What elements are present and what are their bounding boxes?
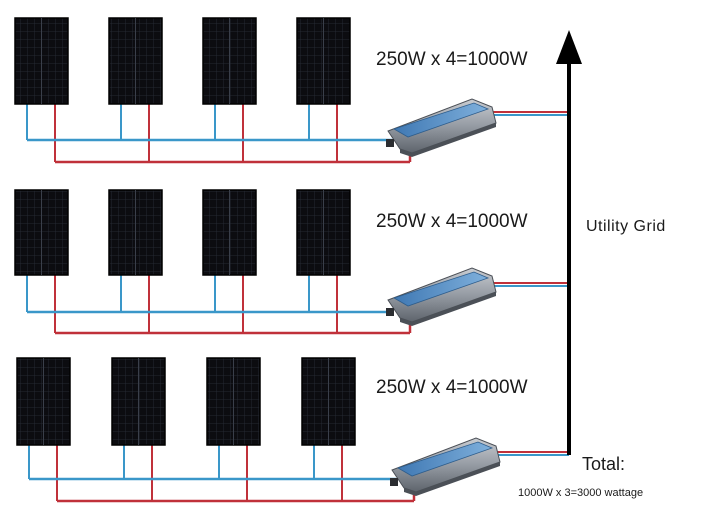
row-3-inverter-stripe bbox=[397, 441, 494, 477]
row-1-wattage-label: 250W x 4=1000W bbox=[376, 49, 528, 70]
arrow-head bbox=[556, 30, 582, 64]
solar-panel-icon bbox=[108, 189, 163, 276]
solar-panel-icon bbox=[14, 17, 69, 105]
solar-panel-icon bbox=[111, 357, 166, 446]
solar-panel-icon bbox=[14, 189, 69, 276]
total-title: Total: bbox=[582, 454, 626, 474]
row-2-wattage-label: 250W x 4=1000W bbox=[376, 211, 528, 232]
row-2-inverter-stripe bbox=[393, 271, 490, 307]
row-3-wattage-label: 250W x 4=1000W bbox=[376, 377, 528, 398]
row-2-inverter-connector bbox=[386, 308, 394, 316]
grid-tie-inverter-icon bbox=[386, 98, 497, 157]
arrow-up-icon bbox=[556, 30, 582, 455]
inverters-layer bbox=[386, 98, 501, 496]
row-1-inverter-connector bbox=[386, 139, 394, 147]
utility-grid-label: Utility Grid bbox=[586, 218, 666, 235]
solar-panel-icon bbox=[108, 17, 163, 105]
solar-panel-icon bbox=[16, 357, 71, 446]
grid-tie-inverter-icon bbox=[390, 437, 501, 496]
grid-tie-inverter-icon bbox=[386, 267, 497, 326]
row-1-inverter-stripe bbox=[393, 102, 490, 138]
row-3-inverter-base bbox=[404, 462, 500, 496]
solar-panel-icon bbox=[301, 357, 356, 446]
solar-panel-icon bbox=[296, 189, 351, 276]
row-3-inverter-connector bbox=[390, 478, 398, 486]
row-1-inverter-base bbox=[400, 123, 496, 157]
solar-panels-layer bbox=[14, 17, 356, 446]
solar-panel-icon bbox=[206, 357, 261, 446]
row-2-inverter-base bbox=[400, 292, 496, 326]
solar-panel-icon bbox=[202, 189, 257, 276]
solar-panel-icon bbox=[296, 17, 351, 105]
solar-panel-icon bbox=[202, 17, 257, 105]
wiring-layer bbox=[26, 104, 569, 503]
total-detail: 1000W x 3=3000 wattage bbox=[518, 487, 644, 499]
